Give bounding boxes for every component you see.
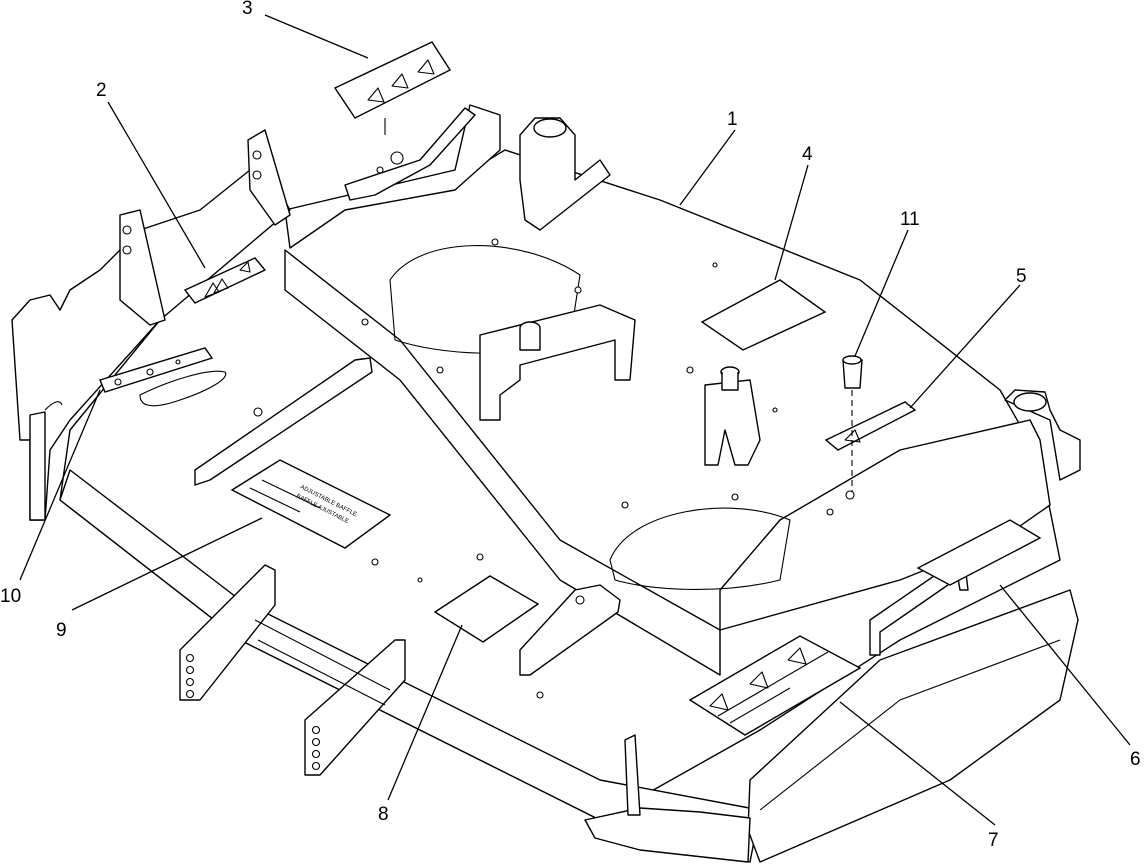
rear-spindle-housing <box>519 117 611 231</box>
callout-3: 3 <box>242 0 253 19</box>
left-pivot-strap <box>29 411 46 521</box>
left-blade-opening <box>389 245 581 354</box>
rear-channel <box>344 107 476 201</box>
callout-8: 8 <box>378 804 389 825</box>
decal-7-warning-triangles <box>688 635 862 736</box>
callout-5: 5 <box>1016 266 1027 287</box>
decal-10-height-scale <box>99 347 214 393</box>
deck-slot <box>139 370 227 407</box>
decal-8 <box>433 575 540 643</box>
part-11-bushing <box>842 355 863 492</box>
decal-9-adjustable-baffle: ADJUSTABLE BAFFLE BAFFLE AJUSTABLE <box>230 459 392 549</box>
leader-lines <box>19 14 1131 826</box>
front-hitch-arm-right <box>304 639 406 776</box>
right-blade-opening <box>609 507 791 591</box>
leader-8 <box>387 624 463 801</box>
rear-wall <box>284 104 501 249</box>
leader-2 <box>107 101 206 269</box>
front-hitch-arm-left <box>179 564 276 701</box>
callout-1: 1 <box>727 109 738 130</box>
leader-11 <box>854 229 909 357</box>
callout-6: 6 <box>1130 749 1141 770</box>
warning-triangle-icon <box>367 87 385 103</box>
leader-6 <box>999 584 1131 746</box>
leader-9 <box>71 517 263 611</box>
leader-4 <box>774 164 809 281</box>
front-crossbar <box>254 619 391 706</box>
callout-11: 11 <box>900 209 920 230</box>
callouts: 1 2 3 4 5 6 7 8 9 10 11 <box>0 0 1141 851</box>
center-deck-bracket <box>479 304 636 421</box>
callout-10: 10 <box>0 586 21 607</box>
leader-1 <box>679 129 736 206</box>
front-center-plate <box>519 584 621 676</box>
callout-2: 2 <box>96 80 107 101</box>
deck-nose-plate <box>584 807 751 863</box>
warning-triangle-icon <box>709 693 729 711</box>
mower-deck-drawing <box>11 104 1081 863</box>
leader-10 <box>19 389 101 581</box>
leader-7 <box>839 701 996 826</box>
callout-7: 7 <box>988 830 999 851</box>
callout-4: 4 <box>802 144 813 165</box>
nose-bracket <box>624 734 641 816</box>
decal-3-warning-triangles <box>333 41 452 135</box>
left-deck-rib <box>194 357 373 486</box>
deck-right-skirt <box>747 589 1079 863</box>
left-hitch-plate <box>119 209 166 326</box>
decal-2-direction-arrows <box>183 257 267 304</box>
leader-5 <box>909 284 1021 409</box>
callout-9: 9 <box>56 620 67 641</box>
center-post-bracket <box>704 379 761 466</box>
right-housing <box>719 419 1051 631</box>
decal-6 <box>916 519 1042 586</box>
decal-4 <box>700 279 827 351</box>
front-right-spindle-housing <box>1004 389 1081 481</box>
leader-3 <box>264 14 369 59</box>
